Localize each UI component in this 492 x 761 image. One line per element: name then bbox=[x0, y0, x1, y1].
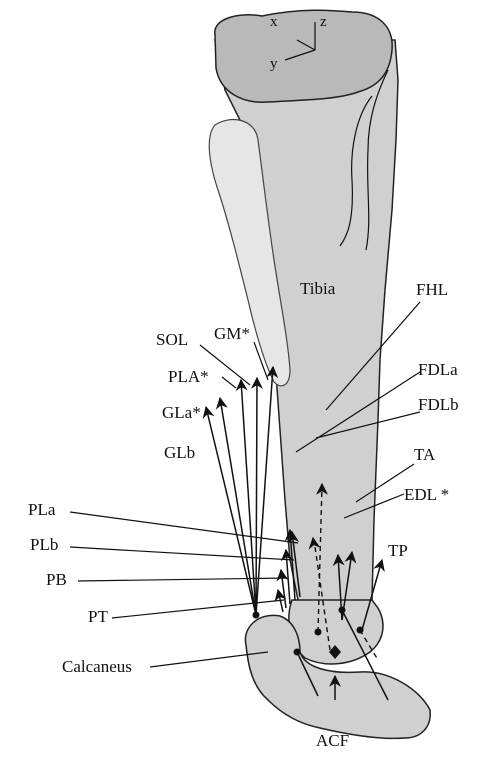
edl-label: EDL * bbox=[404, 485, 449, 504]
fhl-label: FHL bbox=[416, 280, 448, 299]
pla-arrow bbox=[241, 380, 256, 615]
pla-label: PLa bbox=[28, 500, 56, 519]
pb-label: PB bbox=[46, 570, 67, 589]
pla-star-leader bbox=[222, 377, 236, 388]
calcaneus-label: Calcaneus bbox=[62, 657, 132, 676]
fdla-label: FDLa bbox=[418, 360, 458, 379]
fdlb-label: FDLb bbox=[418, 395, 459, 414]
tp-label: TP bbox=[388, 541, 408, 560]
fdlb-arrowhead bbox=[313, 538, 314, 545]
x-axis-label: x bbox=[270, 14, 278, 30]
pt-label: PT bbox=[88, 607, 108, 626]
glb-arrow bbox=[206, 407, 256, 615]
gla-arrow bbox=[220, 398, 256, 615]
plb-label: PLb bbox=[30, 535, 58, 554]
z-axis-label: z bbox=[320, 14, 327, 30]
pla-star-label: PLA* bbox=[168, 367, 209, 386]
pla-leader bbox=[70, 512, 298, 543]
pb-arrow bbox=[281, 570, 286, 608]
ta-label: TA bbox=[414, 445, 436, 464]
y-axis-label: y bbox=[270, 56, 278, 72]
glb-label: GLb bbox=[164, 443, 195, 462]
gm-label: GM* bbox=[214, 324, 250, 343]
tibia-label: Tibia bbox=[300, 279, 336, 298]
acf-label: ACF bbox=[316, 731, 349, 750]
gla-label: GLa* bbox=[162, 403, 201, 422]
fhl-insertion-dot bbox=[315, 629, 322, 636]
sol-arrow bbox=[256, 378, 257, 615]
tibia-plateau bbox=[215, 10, 392, 102]
sol-label: SOL bbox=[156, 330, 188, 349]
